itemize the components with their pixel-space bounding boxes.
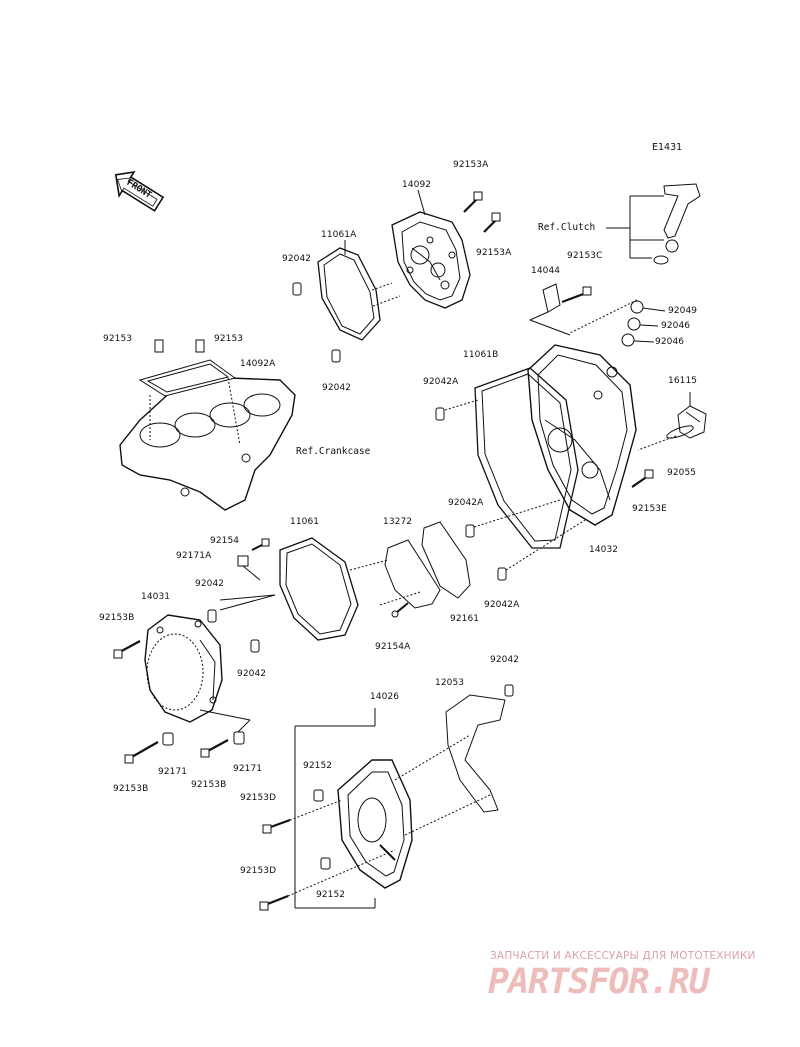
- sprocket-cover-14026-drawing: [337, 759, 413, 889]
- part-92153c-label: 92153C: [567, 251, 603, 261]
- part-92171-label: 92171: [158, 767, 188, 777]
- part-12053-label: 12053: [435, 678, 465, 688]
- part-13272-label: 13272: [383, 517, 413, 527]
- gasket-11061b-drawing: [474, 367, 579, 549]
- part-92046-label: 92046: [655, 337, 685, 347]
- part-92153b-label: 92153B: [99, 613, 135, 623]
- part-92042a-label: 92042A: [423, 377, 459, 387]
- part-92152-label: 92152: [303, 761, 333, 771]
- part-92046-label: 92046: [661, 321, 691, 331]
- part-92049-label: 92049: [668, 306, 698, 316]
- part-92055-label: 92055: [667, 468, 697, 478]
- part-14092a-label: 14092A: [240, 359, 276, 369]
- part-11061-label: 11061: [290, 517, 320, 527]
- part-92153-label: 92153: [214, 334, 244, 344]
- clutch-cover-14032-drawing: [527, 344, 637, 526]
- part-92153a-label: 92153A: [453, 160, 489, 170]
- part-92153e-label: 92153E: [632, 504, 667, 514]
- part-92171a-label: 92171A: [176, 551, 212, 561]
- part-14092-label: 14092: [402, 180, 432, 190]
- part-92153a-label: 92153A: [476, 248, 512, 258]
- part-92152-label: 92152: [316, 890, 346, 900]
- part-92161-label: 92161: [450, 614, 480, 624]
- part-92153b-label: 92153B: [113, 784, 149, 794]
- part-14044-label: 14044: [531, 266, 561, 276]
- part-92042-label: 92042: [490, 655, 520, 665]
- diagram-code: E1431: [652, 142, 683, 153]
- part-92042-label: 92042: [237, 669, 267, 679]
- part-92153-label: 92153: [103, 334, 133, 344]
- front-arrow-icon: [114, 170, 165, 212]
- part-16115-label: 16115: [668, 376, 698, 386]
- gasket-11061a-drawing: [317, 247, 381, 341]
- ref-clutch-label: Ref.Clutch: [538, 222, 596, 233]
- part-92153d-label: 92153D: [240, 866, 277, 876]
- cover-14092-drawing: [391, 211, 471, 309]
- part-92153b-label: 92153B: [191, 780, 227, 790]
- part-14031-label: 14031: [141, 592, 171, 602]
- part-92153d-label: 92153D: [240, 793, 277, 803]
- part-92042a-label: 92042A: [448, 498, 484, 508]
- crankcase-drawing: [119, 359, 296, 511]
- part-92042-label: 92042: [195, 579, 225, 589]
- part-92154a-label: 92154A: [375, 642, 411, 652]
- part-92042-label: 92042: [322, 383, 352, 393]
- ref-crankcase-label: Ref.Crankcase: [296, 446, 371, 457]
- watermark-tagline: ЗАПЧАСТИ И АКСЕССУАРЫ ДЛЯ МОТОТЕХНИКИ: [490, 950, 756, 962]
- part-92042a-label: 92042A: [484, 600, 520, 610]
- bolt-92153a-drawing: [463, 191, 501, 233]
- cover-14031-drawing: [144, 614, 223, 723]
- part-14032-label: 14032: [589, 545, 619, 555]
- part-92042-label: 92042: [282, 254, 312, 264]
- part-11061a-label: 11061A: [321, 230, 357, 240]
- watermark-logo: PARTSFOR.RU: [488, 962, 710, 1002]
- part-11061b-label: 11061B: [463, 350, 499, 360]
- gasket-11061-drawing: [279, 537, 359, 641]
- part-14026-label: 14026: [370, 692, 400, 702]
- part-92154-label: 92154: [210, 536, 240, 546]
- part-92171-label: 92171: [233, 764, 263, 774]
